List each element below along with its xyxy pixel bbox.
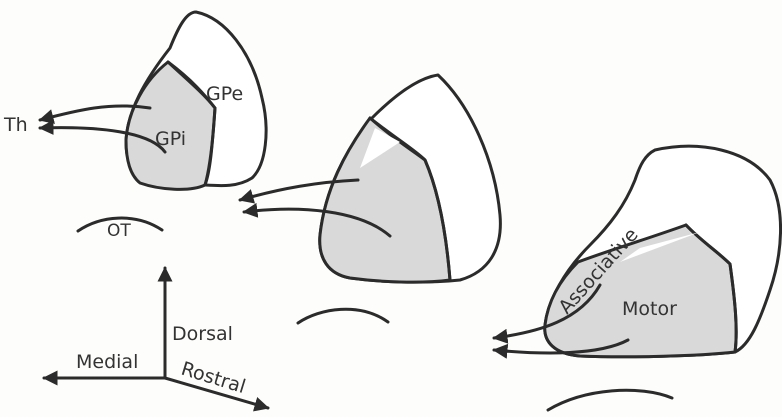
section-rostral: Associative Motor <box>494 146 781 410</box>
section-middle <box>240 75 500 323</box>
orientation-axes: Dorsal Medial Rostral <box>44 268 268 408</box>
label-th: Th <box>3 114 28 136</box>
label-gpe: GPe <box>206 83 243 105</box>
label-dorsal: Dorsal <box>172 323 233 345</box>
label-medial: Medial <box>76 351 138 373</box>
label-ot: OT <box>107 221 131 241</box>
middle-lower-curve <box>298 309 388 323</box>
label-motor: Motor <box>622 298 677 320</box>
section-caudal: Th GPe GPi OT <box>3 12 266 241</box>
label-gpi: GPi <box>155 128 186 150</box>
rostral-lower-curve <box>548 390 672 410</box>
